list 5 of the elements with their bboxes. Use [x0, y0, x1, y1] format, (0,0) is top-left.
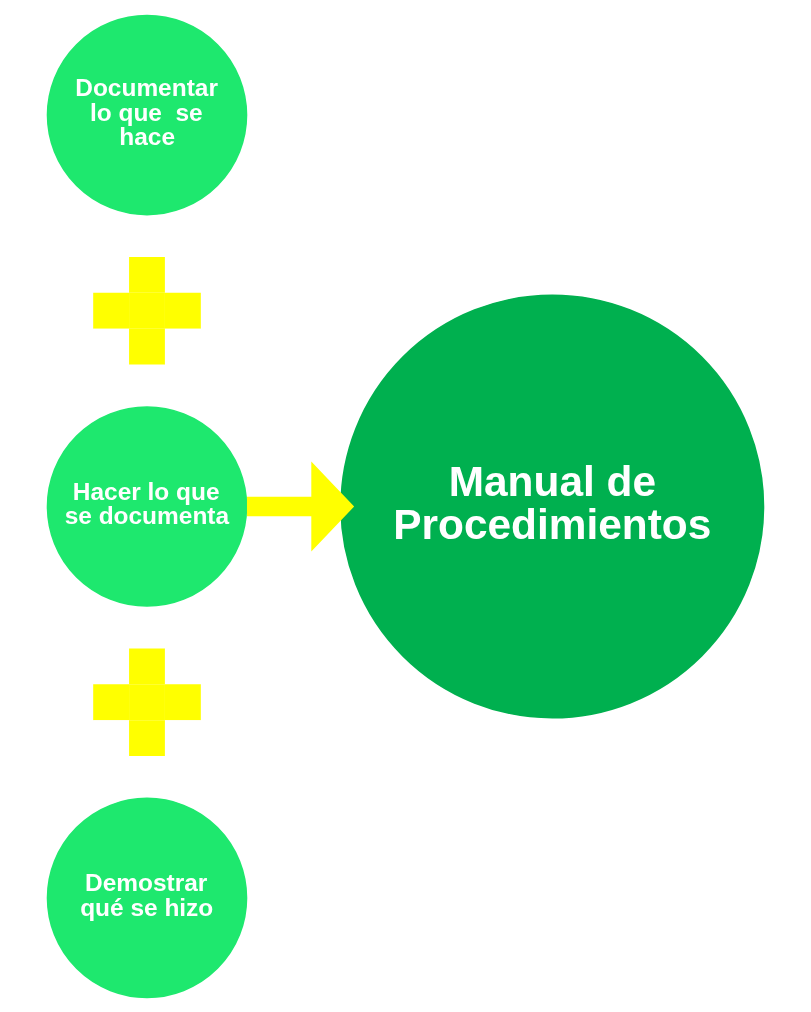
node-circle: Demostrar qué se hizo: [46, 797, 248, 998]
arrow: [247, 461, 355, 551]
node-circle: Manual de Procedimientos: [340, 294, 765, 718]
node-circle: Documentar lo que se hace: [46, 14, 248, 215]
node-circle: Hacer lo que se documenta: [46, 405, 248, 607]
